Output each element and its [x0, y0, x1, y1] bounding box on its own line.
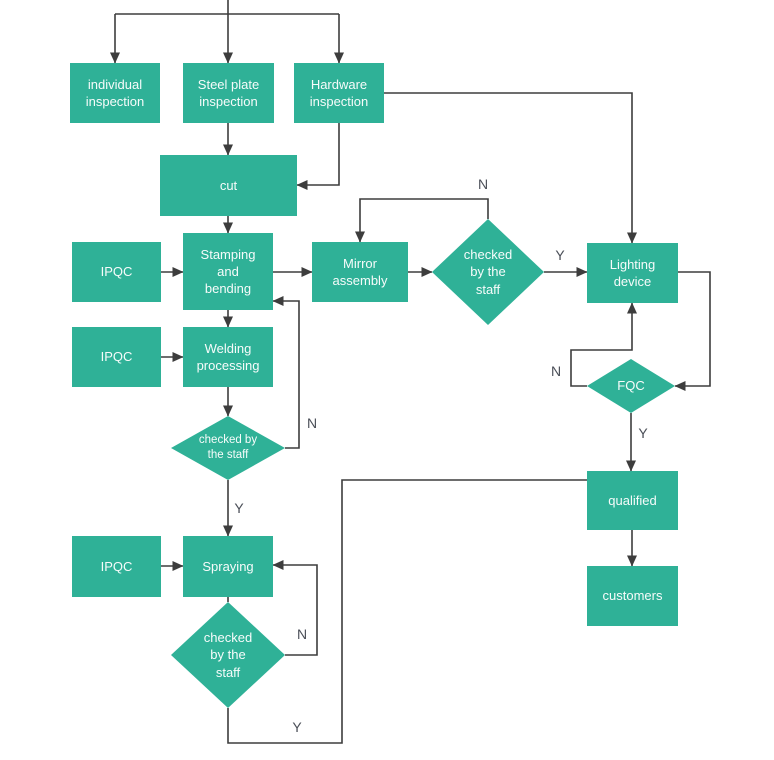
node-stamping-and-bending: Stamping and bending — [183, 233, 273, 310]
node-label: Mirror assembly — [332, 255, 388, 288]
edge-label-fqc-n: N — [550, 363, 562, 379]
edge-mirror-check-n-loop — [355, 198, 489, 243]
node-individual-inspection: individual inspection — [70, 63, 160, 123]
node-qualified: qualified — [587, 471, 678, 530]
node-ipqc-2: IPQC — [72, 327, 161, 387]
edge-welding-check-n-loop — [272, 296, 300, 449]
node-label: qualified — [608, 492, 657, 508]
edge-label-mirror-check-n: N — [477, 176, 489, 192]
node-label: Lighting device — [609, 256, 656, 289]
node-label: customers — [602, 588, 663, 604]
node-label: Welding processing — [196, 340, 260, 373]
edge-fqc-n-loop-to-lighting — [570, 302, 637, 387]
edge-hardware-to-cut — [296, 123, 340, 190]
node-label: IPQC — [100, 349, 133, 365]
edge-label-spraying-check-n: N — [296, 626, 308, 642]
node-welding-processing: Welding processing — [183, 327, 273, 387]
node-label: Spraying — [202, 558, 254, 574]
edge-label-welding-check-y: Y — [234, 500, 244, 516]
edge-label-mirror-check-y: Y — [555, 247, 565, 263]
node-spraying: Spraying — [183, 536, 273, 597]
node-lighting-device: Lighting device — [587, 243, 678, 303]
edge-label-welding-check-n: N — [306, 415, 318, 431]
edge-entry-trunk — [115, 0, 339, 15]
node-label: IPQC — [100, 558, 133, 574]
node-label: Hardware inspection — [309, 76, 369, 109]
node-cut: cut — [160, 155, 297, 216]
node-label: individual inspection — [85, 76, 145, 109]
node-steel-plate-inspection: Steel plate inspection — [183, 63, 274, 123]
node-hardware-inspection: Hardware inspection — [294, 63, 384, 123]
node-label: Stamping and bending — [200, 246, 256, 297]
node-mirror-assembly: Mirror assembly — [312, 242, 408, 302]
edge-hardware-to-lighting — [384, 92, 637, 244]
edge-spraying-check-n-loop — [272, 560, 318, 656]
edge-spraying-check-y-to-qualified — [227, 479, 587, 744]
node-label: FQC — [617, 378, 645, 394]
edge-lighting-to-fqc — [674, 271, 711, 391]
node-customers: customers — [587, 566, 678, 626]
node-label: checked by the staff — [463, 247, 513, 297]
node-label: IPQC — [100, 264, 133, 280]
node-ipqc-3: IPQC — [72, 536, 161, 597]
node-label: checked by the staff — [198, 433, 258, 461]
edge-label-fqc-y: Y — [638, 425, 648, 441]
node-ipqc-1: IPQC — [72, 242, 161, 302]
node-label: cut — [219, 177, 238, 193]
node-label: Steel plate inspection — [197, 76, 260, 109]
node-label: checked by the staff — [203, 630, 253, 680]
edge-label-spraying-check-y: Y — [292, 719, 302, 735]
